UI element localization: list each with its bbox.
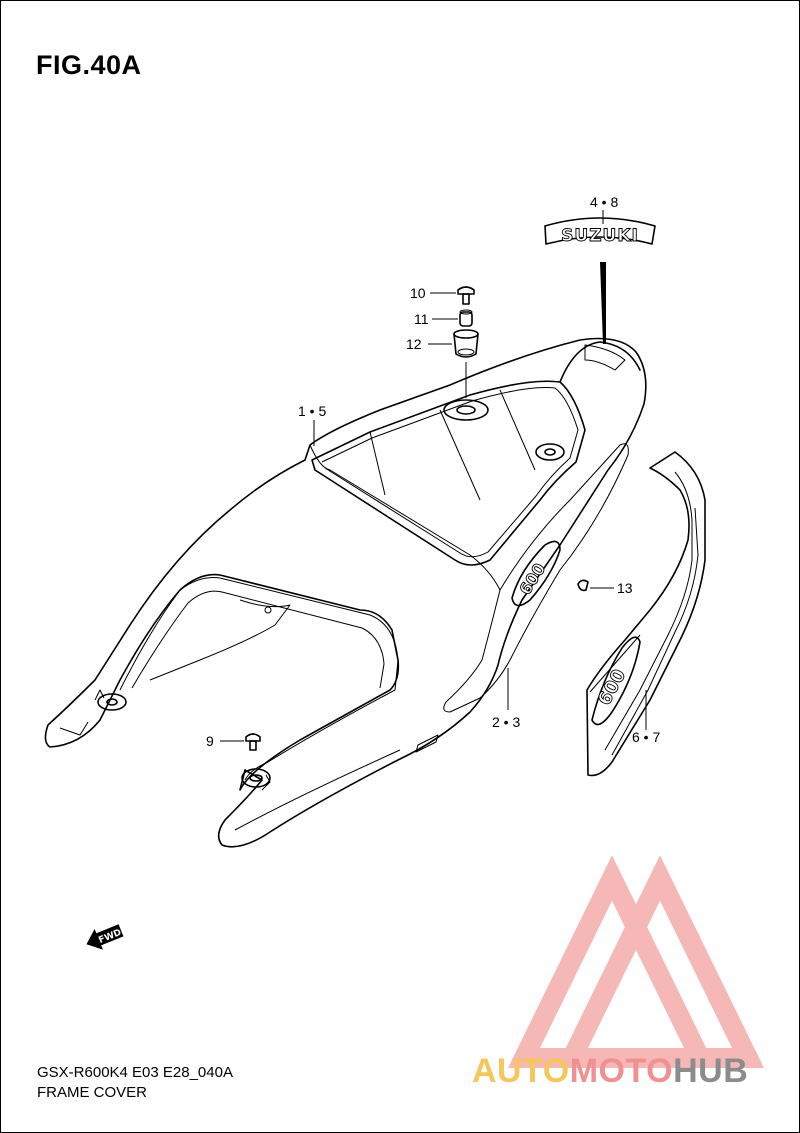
watermark-part1: AUTO <box>472 1052 570 1090</box>
callout-2-3: 2 • 3 <box>492 714 520 730</box>
callout-6-7: 6 • 7 <box>632 729 660 745</box>
section-name: FRAME COVER <box>37 1084 148 1101</box>
model-code: GSX-R600K4 E03 E28_040A <box>37 1064 233 1081</box>
watermark-part2: MOTO <box>569 1052 674 1090</box>
decal-position-arrow <box>600 262 606 344</box>
callout-13: 13 <box>617 580 633 596</box>
leader-lines <box>220 210 647 742</box>
callout-11: 11 <box>414 311 429 327</box>
fwd-label: FWD <box>97 928 123 946</box>
decal-text: SUZUKI <box>561 226 639 246</box>
fwd-arrow-icon: FWD <box>86 924 124 950</box>
bolt-part-10[interactable] <box>457 286 475 305</box>
clip-part-13[interactable] <box>577 579 589 592</box>
nut-part-11[interactable] <box>459 309 473 327</box>
screw-part-9[interactable] <box>245 733 261 751</box>
watermark-logo-icon <box>507 855 765 1068</box>
callout-10: 10 <box>410 285 426 301</box>
suzuki-decal[interactable]: SUZUKI <box>544 217 656 246</box>
callout-4-8: 4 • 8 <box>590 194 618 210</box>
figure-title: FIG.40A <box>36 50 142 80</box>
callout-12: 12 <box>406 336 422 352</box>
body-600-text: 600 <box>515 560 549 598</box>
watermark-text: AUTOMOTOHUB <box>472 1052 748 1091</box>
body-600-badge: 600 <box>511 540 561 607</box>
callout-9: 9 <box>206 733 214 749</box>
watermark-part3: HUB <box>673 1052 749 1090</box>
seat-tail-cowl[interactable]: 600 <box>44 337 647 848</box>
grommet-part-12[interactable] <box>453 329 479 358</box>
callout-1-5: 1 • 5 <box>298 403 326 419</box>
